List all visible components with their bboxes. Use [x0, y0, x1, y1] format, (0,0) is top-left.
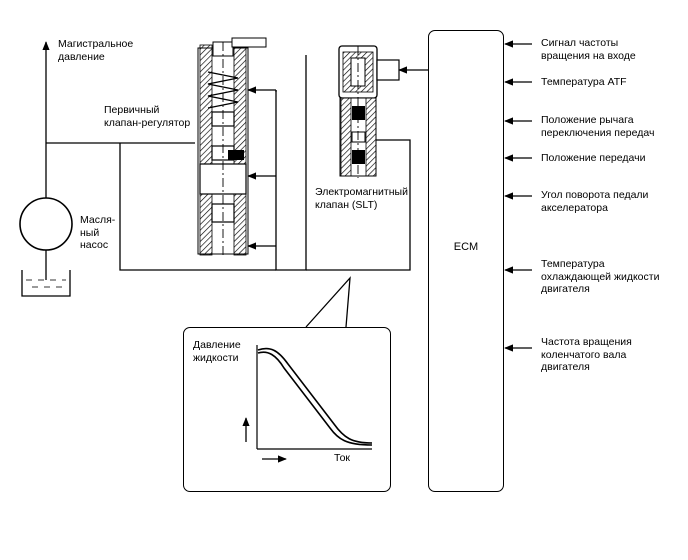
- input-label-2: Температура ATF: [541, 76, 627, 88]
- graph-callout: [305, 276, 351, 328]
- graph-xlabel: Ток: [334, 452, 351, 464]
- pressure-curve-2: [257, 351, 373, 446]
- pressure-graph-plot: [242, 345, 373, 463]
- slt-output-pipe: [306, 139, 411, 271]
- solenoid-label: Электромагнитный клапан (SLT): [315, 186, 408, 211]
- input-label-1: Сигнал частоты вращения на входе: [541, 37, 636, 62]
- primary-regulator-valve: [197, 37, 267, 256]
- graph-ylabel: Давление жидкости: [193, 339, 241, 364]
- ecm-label: ECM: [453, 241, 479, 253]
- oil-reservoir: [21, 270, 71, 297]
- oil-pump-symbol: [19, 197, 73, 251]
- slt-output-line: [275, 55, 307, 271]
- slt-solenoid-valve: [338, 45, 400, 178]
- input-label-4: Положение передачи: [541, 152, 646, 164]
- primary-regulator-label: Первичный клапан-регулятор: [104, 104, 191, 129]
- ecm-box: ECM: [428, 30, 504, 492]
- input-label-3: Положение рычага переключения передач: [541, 114, 655, 139]
- input-label-5: Угол поворота педали акселератора: [541, 189, 649, 214]
- main-pressure-label: Магистральное давление: [58, 38, 134, 63]
- pump-return-line: [119, 143, 276, 271]
- oil-pump-label: Масля- ный насос: [80, 214, 116, 251]
- input-label-6: Температура охлаждающей жидкости двигате…: [541, 258, 660, 295]
- input-label-7: Частота вращения коленчатого вала двигат…: [541, 336, 632, 373]
- pressure-curve-1: [257, 347, 373, 444]
- pressure-graph: Давление жидкости Ток: [183, 327, 391, 492]
